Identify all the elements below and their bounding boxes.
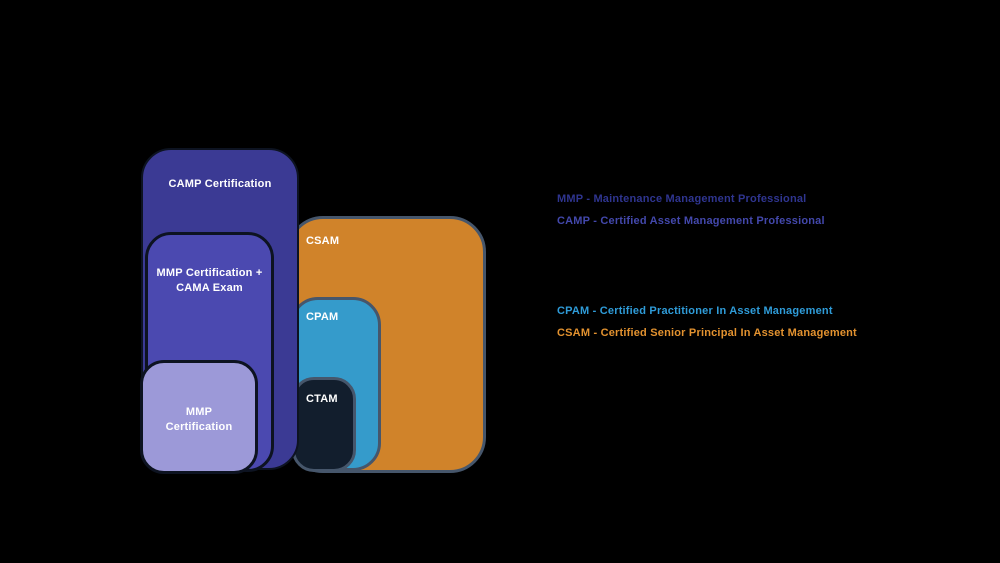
legend-item-mmp: MMP - Maintenance Management Professiona… — [557, 193, 807, 205]
camp-certification-label: CAMP Certification — [168, 178, 272, 190]
cpam-box-label: CPAM — [306, 311, 339, 323]
legend-item-camp: CAMP - Certified Asset Management Profes… — [557, 215, 825, 227]
mmp-cama-label-line-2: CAMA Exam — [176, 282, 243, 294]
mmp-certification-box: MMP Certification — [140, 360, 258, 474]
legend-item-cpam: CPAM - Certified Practitioner In Asset M… — [557, 305, 833, 317]
ctam-box: CTAM — [292, 377, 356, 472]
legend-group-cpam-csam: CPAM - Certified Practitioner In Asset M… — [557, 300, 857, 344]
mmp-certification-cama-exam-label: MMP Certification + CAMA Exam — [148, 266, 271, 296]
legend-group-mmp-camp: MMP - Maintenance Management Professiona… — [557, 188, 825, 232]
mmp-certification-label: MMP Certification — [143, 405, 255, 435]
mmp-label-line-1: MMP — [185, 406, 213, 418]
mmp-cama-label-line-1: MMP Certification + — [156, 267, 263, 279]
ctam-box-label: CTAM — [306, 393, 338, 405]
csam-box-label: CSAM — [306, 235, 340, 247]
legend-item-csam: CSAM - Certified Senior Principal In Ass… — [557, 327, 857, 339]
mmp-label-line-2: Certification — [165, 421, 233, 433]
